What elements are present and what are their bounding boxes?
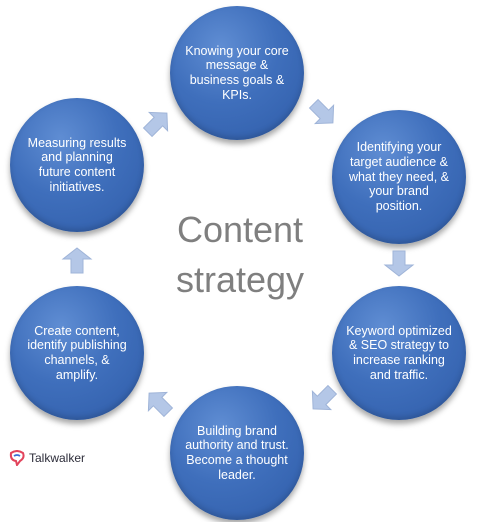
step-brand-authority: Building brand authority and trust. Beco…	[170, 386, 304, 520]
step-target-audience: Identifying your target audience & what …	[332, 110, 466, 244]
step-core-message: Knowing your core message & business goa…	[170, 6, 304, 140]
arrow-bottom-to-left-bottom	[147, 391, 174, 418]
step-measure-results-text: Measuring results and planning future co…	[27, 135, 127, 194]
step-core-message-text: Knowing your core message & business goa…	[185, 43, 289, 102]
step-seo-strategy: Keyword optimized & SEO strategy to incr…	[332, 286, 466, 420]
talkwalker-logo-icon	[9, 450, 25, 466]
talkwalker-logo: Talkwalker	[8, 450, 85, 466]
arrow-right-to-right-bottom	[383, 250, 415, 277]
arrow-left-bottom-to-left	[61, 247, 93, 274]
step-create-content-text: Create content, identify publishing chan…	[27, 323, 127, 382]
arrow-left-to-top	[142, 111, 169, 138]
talkwalker-logo-text: Talkwalker	[29, 451, 86, 465]
arrow-top-to-right	[308, 98, 335, 125]
step-create-content: Create content, identify publishing chan…	[10, 286, 144, 420]
center-title: Content strategy	[138, 205, 342, 305]
arrow-right-bottom-to-bottom	[311, 384, 338, 411]
step-seo-strategy-text: Keyword optimized & SEO strategy to incr…	[346, 323, 452, 382]
center-title-line-2: strategy	[175, 259, 305, 300]
step-target-audience-text: Identifying your target audience & what …	[348, 140, 450, 214]
step-measure-results: Measuring results and planning future co…	[10, 98, 144, 232]
center-title-line-1: Content	[176, 209, 304, 250]
step-brand-authority-text: Building brand authority and trust. Beco…	[185, 423, 289, 482]
